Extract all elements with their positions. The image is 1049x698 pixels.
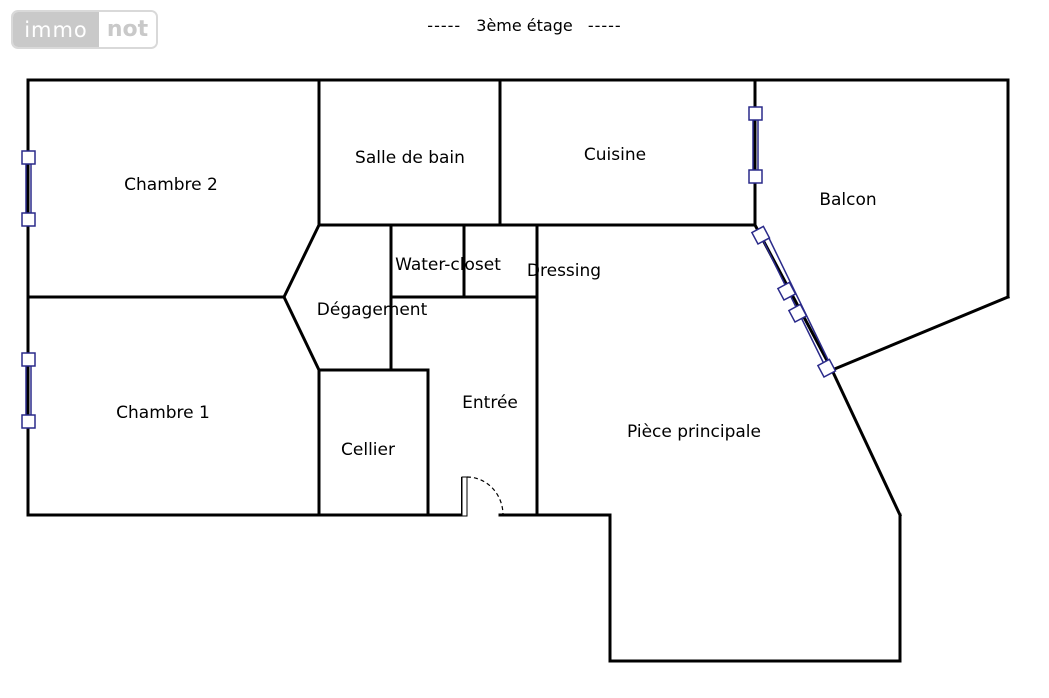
immonot-logo: immo not xyxy=(11,10,158,49)
label-chambre2: Chambre 2 xyxy=(124,175,218,195)
title-dash-right: ----- xyxy=(587,16,622,35)
label-chambre1: Chambre 1 xyxy=(116,403,210,423)
window-chambre1 xyxy=(21,352,36,429)
label-dressing: Dressing xyxy=(527,261,601,281)
wall-diagonal-lower xyxy=(830,368,902,517)
room-labels: Chambre 2 Salle de bain Cuisine Balcon W… xyxy=(116,145,877,460)
floor-title: ----- 3ème étage ----- xyxy=(0,16,1049,35)
window-balcony xyxy=(750,225,837,379)
label-salle-de-bain: Salle de bain xyxy=(355,148,465,168)
windows xyxy=(21,106,837,429)
wall-hall-angle-top xyxy=(281,222,322,300)
label-cellier: Cellier xyxy=(341,440,395,460)
label-cuisine: Cuisine xyxy=(584,145,646,165)
logo-part-not: not xyxy=(99,12,156,47)
balcony-bottom xyxy=(830,295,1010,372)
entrance-door xyxy=(461,476,504,517)
label-entree: Entrée xyxy=(462,393,518,413)
logo-part-immo: immo xyxy=(13,12,99,47)
floor-title-text: 3ème étage xyxy=(476,16,573,35)
walls xyxy=(26,78,1010,663)
label-piece-principale: Pièce principale xyxy=(627,422,761,442)
label-degagement: Dégagement xyxy=(317,300,428,320)
window-cuisine xyxy=(748,106,763,184)
label-balcon: Balcon xyxy=(819,190,876,210)
wall-hall-angle-bottom xyxy=(281,294,322,373)
title-dash-left: ----- xyxy=(427,16,462,35)
window-chambre2 xyxy=(21,150,36,227)
label-water-closet: Water-closet xyxy=(395,255,501,275)
